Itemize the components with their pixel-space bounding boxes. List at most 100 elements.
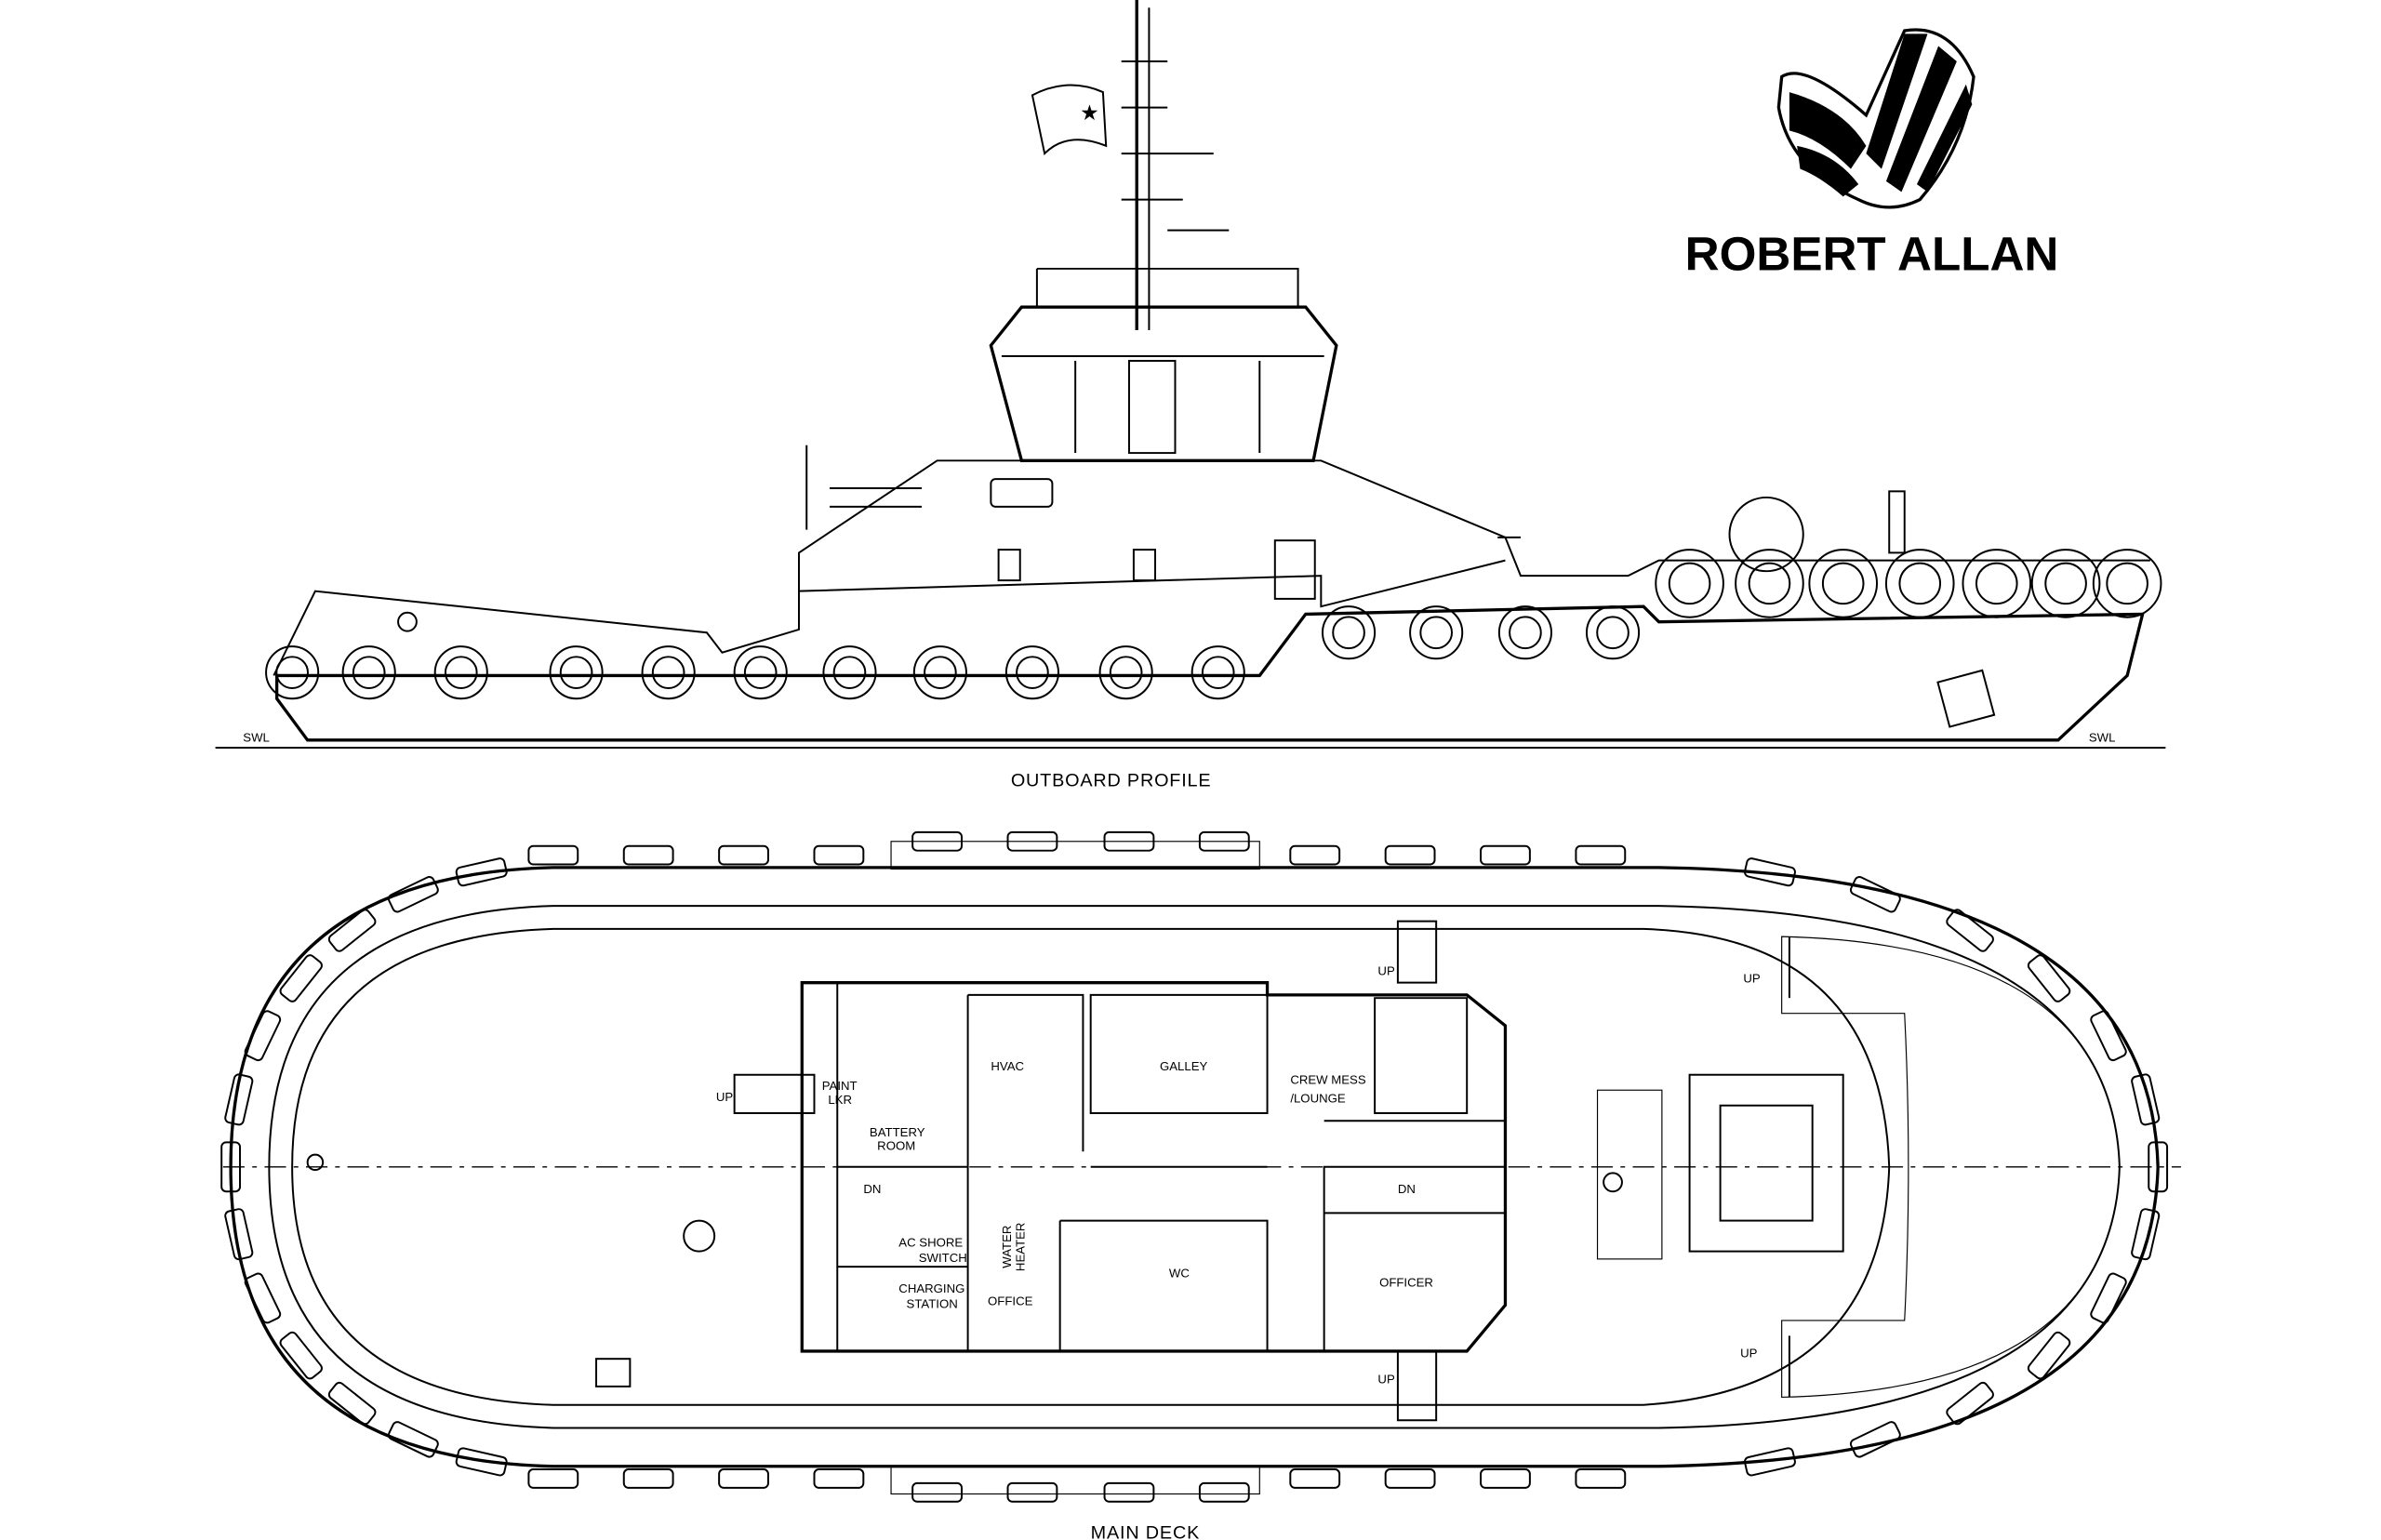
fender-block bbox=[527, 844, 579, 866]
flag bbox=[1031, 84, 1108, 156]
stair-down-label: DN bbox=[863, 1182, 881, 1196]
fender-block bbox=[718, 844, 769, 866]
room-label-officer: OFFICER bbox=[1379, 1276, 1433, 1290]
fender-block bbox=[455, 1447, 508, 1477]
tire-fender bbox=[822, 645, 877, 700]
fender-block bbox=[2148, 1141, 2169, 1193]
fender-block bbox=[1289, 844, 1341, 866]
fender-block bbox=[2090, 1010, 2127, 1062]
tire-fender bbox=[1016, 656, 1049, 689]
fender-block bbox=[1006, 1481, 1058, 1503]
stair-down-label: DN bbox=[1398, 1182, 1416, 1196]
fender-block bbox=[327, 909, 377, 952]
fender-block bbox=[1849, 1421, 1901, 1458]
fender-block bbox=[224, 1073, 254, 1126]
tire-fender bbox=[2106, 562, 2148, 605]
tire-fender bbox=[1884, 549, 1955, 618]
fender-block bbox=[2090, 1272, 2127, 1324]
tire-fender bbox=[2030, 549, 2101, 618]
fender-block bbox=[813, 844, 865, 866]
fender-block bbox=[1946, 1381, 1994, 1426]
fender-block bbox=[1103, 1481, 1155, 1503]
fender-block bbox=[813, 1468, 865, 1489]
tire-fender bbox=[444, 656, 478, 689]
tire-fender bbox=[1109, 656, 1143, 689]
deckhouse bbox=[800, 981, 1508, 1353]
tire-fender bbox=[1821, 562, 1865, 605]
tire-fender bbox=[352, 656, 386, 689]
room-label-water-heater: WATER bbox=[1000, 1226, 1014, 1268]
fender-block bbox=[718, 1468, 769, 1489]
room-label-battery: ROOM bbox=[877, 1139, 915, 1153]
tire-fender bbox=[433, 645, 488, 700]
stair-up-label: UP bbox=[1377, 1373, 1395, 1387]
tire-fender bbox=[1975, 562, 2018, 605]
winch-drum bbox=[1728, 496, 1804, 573]
towing-winch bbox=[1688, 1073, 1844, 1253]
tire-fender bbox=[1668, 562, 1711, 605]
room-label-ac-shore-switch: SWITCH bbox=[919, 1251, 967, 1265]
fender-block bbox=[220, 1141, 241, 1193]
fender-block bbox=[1849, 876, 1901, 913]
room-label-hvac: HVAC bbox=[991, 1059, 1024, 1073]
fender-block bbox=[1946, 909, 1994, 952]
tire-fender bbox=[1509, 616, 1542, 650]
tire-fender bbox=[1004, 645, 1060, 700]
robert-allan-logo: ROBERT ALLAN bbox=[1685, 28, 2058, 281]
fender-block bbox=[1289, 1468, 1341, 1489]
tire-fender bbox=[1585, 605, 1641, 660]
room-labels: PAINT LKR BATTERY ROOM HVAC GALLEY CREW … bbox=[716, 963, 1761, 1386]
tire-fender bbox=[1098, 645, 1153, 700]
fender-block bbox=[244, 1010, 282, 1062]
main-deck-title: MAIN DECK bbox=[1091, 1522, 1200, 1540]
tire-fender bbox=[2044, 562, 2087, 605]
room-label-water-heater: HEATER bbox=[1014, 1223, 1028, 1272]
fender-block bbox=[1575, 1468, 1627, 1489]
fender-block bbox=[1480, 1468, 1531, 1489]
tire-fender bbox=[549, 645, 604, 700]
fender-block bbox=[1744, 1447, 1796, 1477]
main-deck-plan bbox=[220, 830, 2181, 1503]
tire-fender bbox=[1655, 549, 1724, 618]
fender-block bbox=[327, 1381, 377, 1426]
tire-fender bbox=[1497, 605, 1552, 660]
fender-block bbox=[911, 1481, 963, 1503]
tire-fender bbox=[1962, 549, 2032, 618]
fender-block bbox=[622, 1468, 674, 1489]
fender-block bbox=[2131, 1208, 2161, 1261]
fender-block bbox=[2131, 1073, 2161, 1126]
room-label-charging-station: STATION bbox=[907, 1297, 958, 1311]
tire-fender bbox=[651, 656, 685, 689]
tire-fender bbox=[265, 645, 320, 700]
wheelhouse bbox=[989, 305, 1338, 462]
fender-block bbox=[279, 1331, 323, 1380]
tire-fender bbox=[1748, 562, 1791, 605]
fender-block bbox=[279, 954, 323, 1002]
fender-block bbox=[224, 1208, 254, 1261]
room-label-paint-locker: PAINT bbox=[822, 1079, 858, 1093]
fender-block bbox=[455, 857, 508, 887]
room-label-paint-locker: LKR bbox=[828, 1093, 852, 1107]
star-icon: ★ bbox=[1080, 100, 1099, 125]
room-label-wc: WC bbox=[1169, 1267, 1190, 1281]
fender-block bbox=[1384, 1468, 1436, 1489]
outboard-profile-title: OUTBOARD PROFILE bbox=[1011, 770, 1212, 790]
stair-up-label: UP bbox=[716, 1090, 734, 1104]
room-label-ac-shore-switch: AC SHORE bbox=[898, 1236, 963, 1250]
tire-fender bbox=[1898, 562, 1942, 605]
fender-block bbox=[244, 1272, 282, 1324]
fender-block bbox=[622, 844, 674, 866]
tire-fender bbox=[1190, 645, 1245, 700]
room-label-crew-mess: CREW MESS bbox=[1290, 1073, 1366, 1087]
fender-block bbox=[1384, 844, 1436, 866]
room-label-charging-station: CHARGING bbox=[898, 1281, 964, 1295]
fender-block bbox=[1744, 857, 1796, 887]
fender-block bbox=[387, 1421, 439, 1458]
room-label-battery: BATTERY bbox=[870, 1125, 925, 1139]
tire-fender bbox=[1409, 605, 1464, 660]
tire-fender bbox=[832, 656, 867, 689]
tire-fender bbox=[1596, 616, 1629, 650]
room-label-galley: GALLEY bbox=[1160, 1059, 1208, 1073]
fender-block bbox=[1575, 844, 1627, 866]
tire-fender bbox=[1735, 549, 1804, 618]
